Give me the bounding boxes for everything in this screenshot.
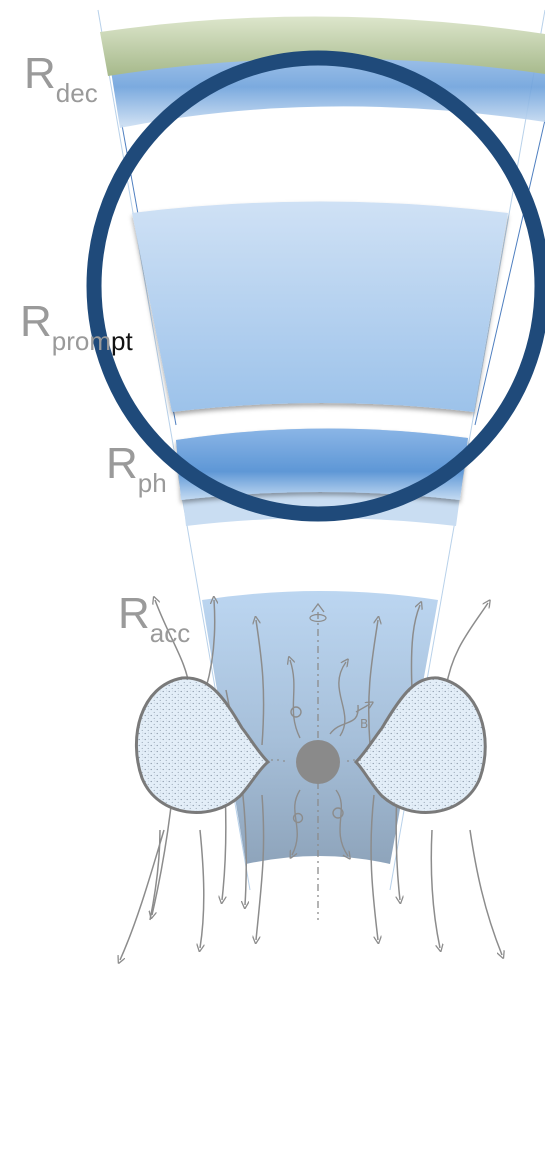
label-r-acc: Racc	[118, 592, 190, 646]
black-hole-icon	[296, 740, 340, 784]
label-r-dec: Rdec	[24, 52, 98, 106]
field-symbol: B	[360, 717, 368, 731]
prompt-emission-shell	[132, 202, 508, 413]
label-r-ph: Rph	[106, 442, 167, 496]
label-r-prompt: Rprompt	[20, 300, 133, 354]
